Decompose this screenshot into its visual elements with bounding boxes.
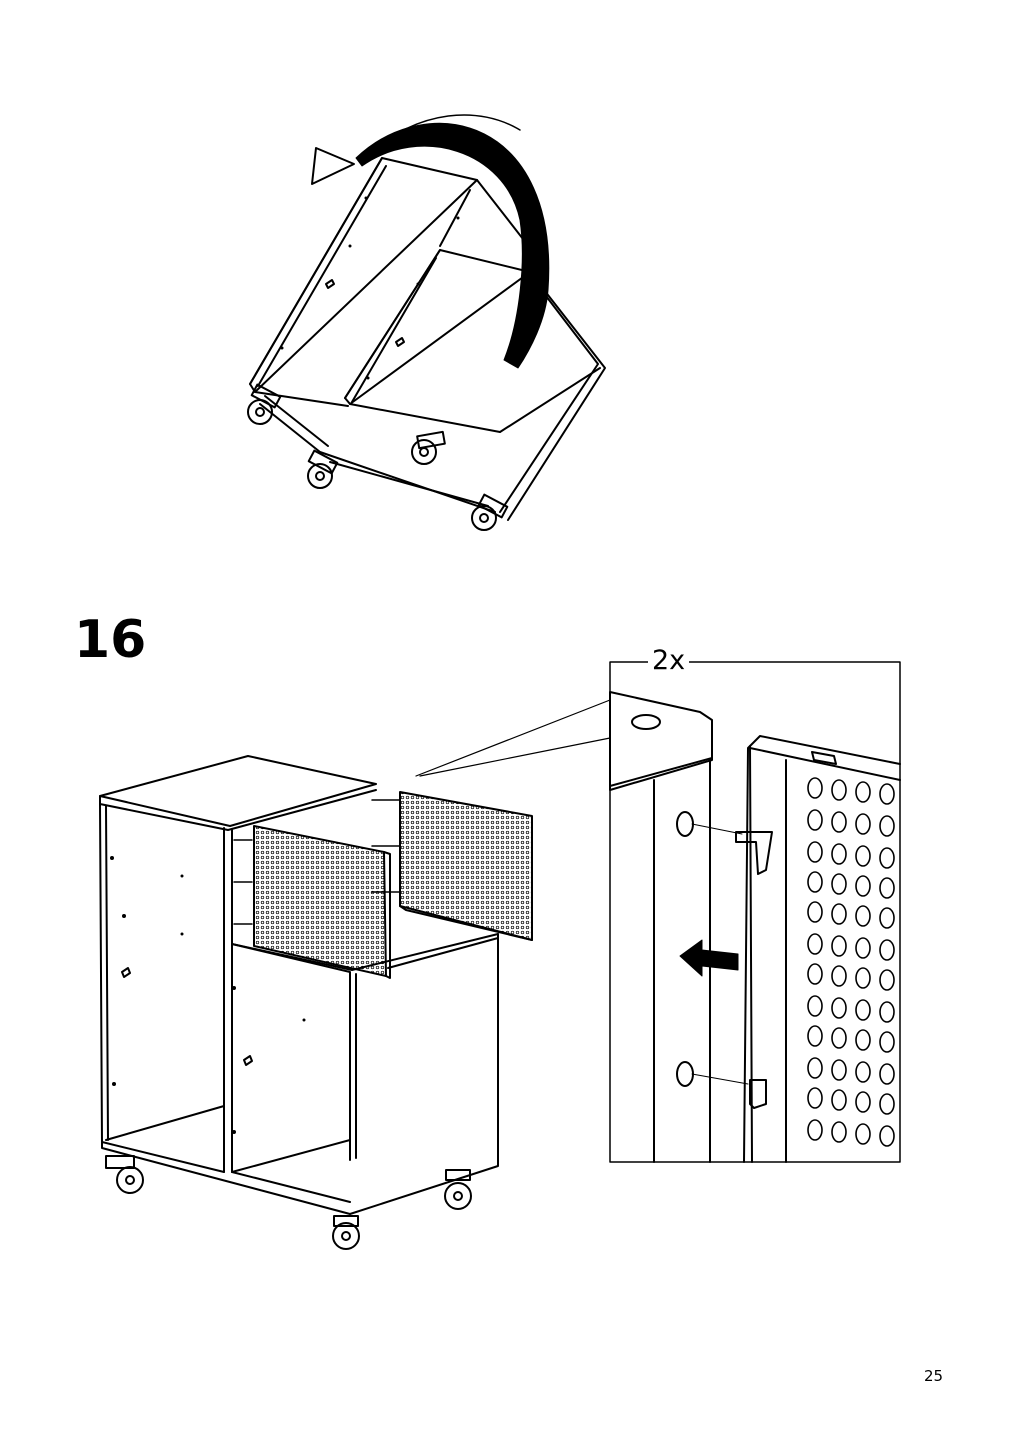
tilted-cart-divider [344, 249, 531, 405]
caster-wheel [105, 1155, 144, 1194]
tilted-cart-side-panel [249, 157, 478, 393]
caster-wheel [444, 1169, 472, 1210]
caster-wheel [332, 1215, 360, 1250]
caster-wheel [411, 430, 446, 465]
page-number: 25 [924, 1367, 944, 1385]
pegboard-panel-front [253, 825, 391, 979]
step-number: 16 [74, 610, 147, 670]
caster-wheel [307, 449, 339, 489]
pegboard-holes-detail [807, 777, 895, 1147]
detail-zoom-box [609, 661, 901, 1163]
curved-rotate-arrow-icon [311, 114, 550, 369]
tilted-cart-figure [247, 157, 606, 531]
caster-wheel [471, 493, 509, 531]
caster-wheel [247, 383, 282, 425]
quantity-label: 2x [648, 647, 690, 674]
pegboard-panel-back [399, 791, 533, 941]
push-direction-arrow-icon [679, 939, 739, 977]
cart-assembly-figure [99, 755, 499, 1250]
cart-top-panel [99, 755, 377, 827]
cart-left-side [99, 803, 103, 1145]
